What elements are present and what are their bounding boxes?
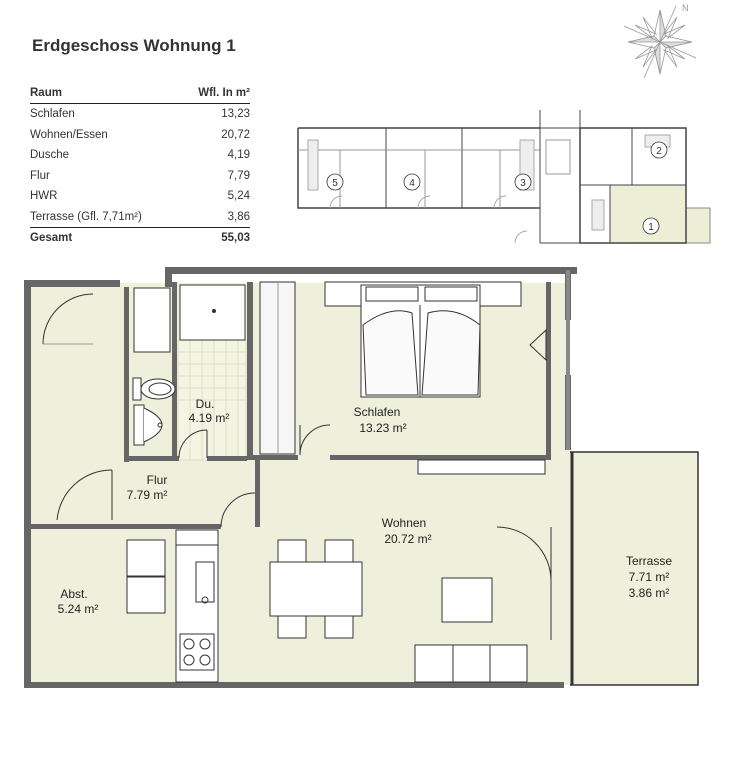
- coffee-table: [441, 577, 493, 623]
- row-value: 7,79: [227, 169, 250, 182]
- total-label: Gesamt: [30, 227, 181, 249]
- table-row: Wohnen/Essen 20,72: [30, 125, 250, 146]
- row-label: Wohnen/Essen: [30, 128, 108, 141]
- sideboard: [417, 459, 546, 475]
- terrace-fill: [570, 452, 698, 685]
- table-row: Terrasse (Gfl. 7,71m²) 3,86: [30, 207, 250, 228]
- room-terrasse-area2: 3.86 m²: [629, 586, 670, 600]
- table-row: HWR 5,24: [30, 186, 250, 207]
- room-du-area: 4.19 m²: [189, 411, 230, 425]
- table-header-row: Raum Wfl. In m²: [30, 84, 250, 104]
- room-flur-area: 7.79 m²: [127, 488, 168, 502]
- table-row: Schlafen 13,23: [30, 104, 250, 125]
- room-terrasse-area: 7.71 m²: [629, 570, 670, 584]
- room-flur-name: Flur: [147, 473, 168, 487]
- unit-label: 1: [648, 222, 654, 233]
- dryer-icon: [126, 576, 166, 614]
- room-labels: Du. 4.19 m² Schlafen 13.23 m² Flur 7.79 …: [58, 397, 673, 616]
- unit-label: 5: [332, 178, 338, 189]
- row-value: 20,72: [221, 128, 250, 141]
- room-schlafen-area: 13.23 m²: [359, 421, 406, 435]
- unit-label: 4: [409, 178, 415, 189]
- floor-plan: Du. 4.19 m² Schlafen 13.23 m² Flur 7.79 …: [24, 267, 699, 688]
- row-value: 13,23: [221, 108, 250, 120]
- room-abst-area: 5.24 m²: [58, 602, 99, 616]
- overview-unit-labels: 5 4 3 2 1: [326, 141, 668, 235]
- walls: [24, 267, 577, 688]
- sink-icon: [133, 404, 163, 446]
- row-value: 4,19: [227, 149, 250, 161]
- toilet-icon: [132, 377, 176, 401]
- table-row: Flur 7,79: [30, 166, 250, 187]
- area-table: Raum Wfl. In m² Schlafen 13,23 Wohnen/Ess…: [30, 84, 250, 249]
- total-value: 55,03: [180, 227, 250, 249]
- room-terrasse-name: Terrasse: [626, 554, 672, 568]
- row-value: 3,86: [227, 210, 250, 223]
- compass-icon: [623, 5, 697, 79]
- row-label: Terrasse (Gfl. 7,71m²): [30, 210, 142, 223]
- bed-icon: [324, 281, 522, 398]
- table-total-row: Gesamt 55,03: [30, 227, 250, 249]
- washer-icon: [126, 539, 166, 577]
- kitchen-counter: [175, 529, 219, 683]
- room-du-name: Du.: [196, 397, 215, 411]
- sofa: [414, 644, 528, 683]
- row-label: Dusche: [30, 149, 69, 161]
- unit-label: 3: [520, 178, 526, 189]
- compass-label: N: [682, 3, 689, 13]
- room-wohnen-name: Wohnen: [382, 516, 426, 530]
- fixtures: [126, 281, 546, 683]
- terrace-outline: [570, 451, 699, 686]
- dining-table: [269, 539, 363, 639]
- row-label: Schlafen: [30, 108, 75, 120]
- room-wohnen-area: 20.72 m²: [384, 532, 431, 546]
- row-label: HWR: [30, 190, 58, 202]
- room-abst-name: Abst.: [60, 587, 87, 601]
- header-room: Raum: [30, 84, 181, 104]
- doors: [42, 293, 552, 640]
- row-label: Flur: [30, 169, 50, 182]
- row-value: 5,24: [227, 190, 250, 202]
- unit-label: 2: [656, 146, 662, 157]
- unit-1-highlight: [609, 184, 687, 244]
- room-schlafen-name: Schlafen: [354, 405, 401, 419]
- page-title: Erdgeschoss Wohnung 1: [32, 36, 236, 55]
- header-area: Wfl. In m²: [180, 84, 250, 104]
- table-row: Dusche 4,19: [30, 145, 250, 166]
